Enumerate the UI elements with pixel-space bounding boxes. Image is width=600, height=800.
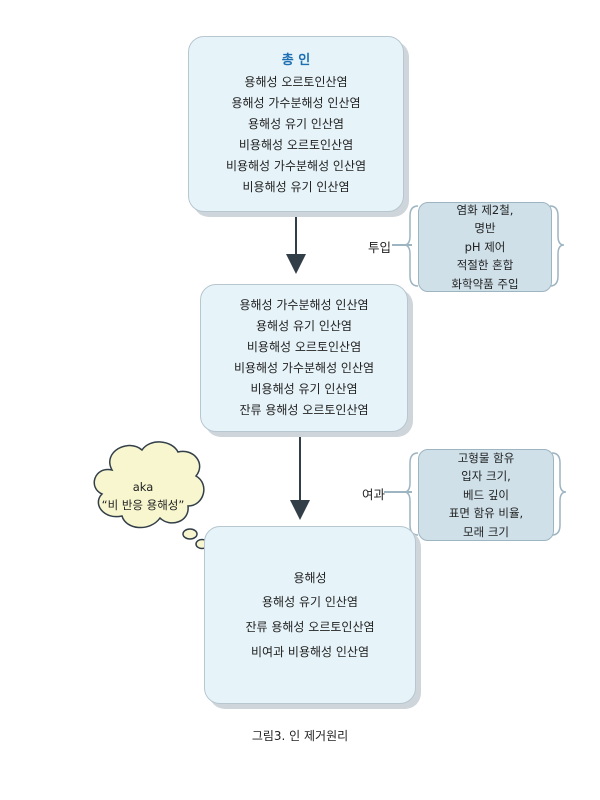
thought-cloud [93,441,219,556]
box-line: 비용해성 가수분해성 인산염 [225,159,367,174]
brace-left-2 [403,452,419,536]
note-line: 적절한 혼합 [456,258,514,273]
note-line: 명반 [474,221,496,236]
note-line: 화학약품 주입 [451,276,519,291]
box-line: 용해성 유기 인산염 [256,319,352,333]
filtration-conditions-note: 고형물 함유 입자 크기, 베드 깊이 표면 함유 비율, 모래 크기 [418,449,554,541]
box-line: 비용해성 유기 인산염 [250,382,358,396]
note-line: pH 제어 [464,239,506,254]
note-line: 모래 크기 [463,524,509,539]
box-line: 잔류 용해성 오르토인산염 [239,403,369,417]
after-injection-box: 용해성 가수분해성 인산염 용해성 유기 인산염 비용해성 오르토인산염 비용해… [200,284,408,432]
box-title: 총 인 [281,52,311,68]
box-line: 잔류 용해성 오르토인산염 [245,620,375,634]
cloud-annotation: aka “비 반응 용해성” [88,478,198,515]
brace-right-2 [551,452,567,536]
injection-conditions-note: 염화 제2철, 명반 pH 제어 적절한 혼합 화학약품 주입 [418,202,552,292]
step-label-filtration: 여과 [362,487,386,502]
box-line: 용해성 가수분해성 인산염 [239,298,369,312]
brace-left-1 [403,205,419,287]
note-line: 표면 함유 비율, [448,506,524,521]
box-line: 비용해성 오르토인산염 [238,138,354,153]
after-filtration-box: 용해성 용해성 유기 인산염 잔류 용해성 오르토인산염 비여과 비용해성 인산… [204,526,416,704]
note-line: 입자 크기, [461,469,511,484]
box-line: 비여과 비용해성 인산염 [250,644,370,659]
box-line: 용해성 오르토인산염 [244,75,348,90]
figure-caption: 그림3. 인 제거원리 [251,729,349,743]
box-line: 용해성 유기 인산염 [248,117,344,132]
box-line: 용해성 유기 인산염 [262,595,358,610]
box-line: 비용해성 유기 인산염 [242,180,350,195]
box-line: 용해성 [293,570,327,585]
note-line: 베드 깊이 [463,487,509,502]
box-line: 비용해성 가수분해성 인산염 [233,361,375,375]
box-line: 용해성 가수분해성 인산염 [231,96,361,111]
cloud-line: aka [132,480,154,494]
brace-right-1 [549,205,565,287]
note-line: 염화 제2철, [456,203,514,218]
total-phosphorus-box: 총 인 용해성 오르토인산염 용해성 가수분해성 인산염 용해성 유기 인산염 … [188,36,404,212]
step-label-injection: 투입 [368,240,392,255]
note-line: 고형물 함유 [457,451,515,466]
cloud-line: “비 반응 용해성” [101,498,185,513]
box-line: 비용해성 오르토인산염 [246,340,362,354]
